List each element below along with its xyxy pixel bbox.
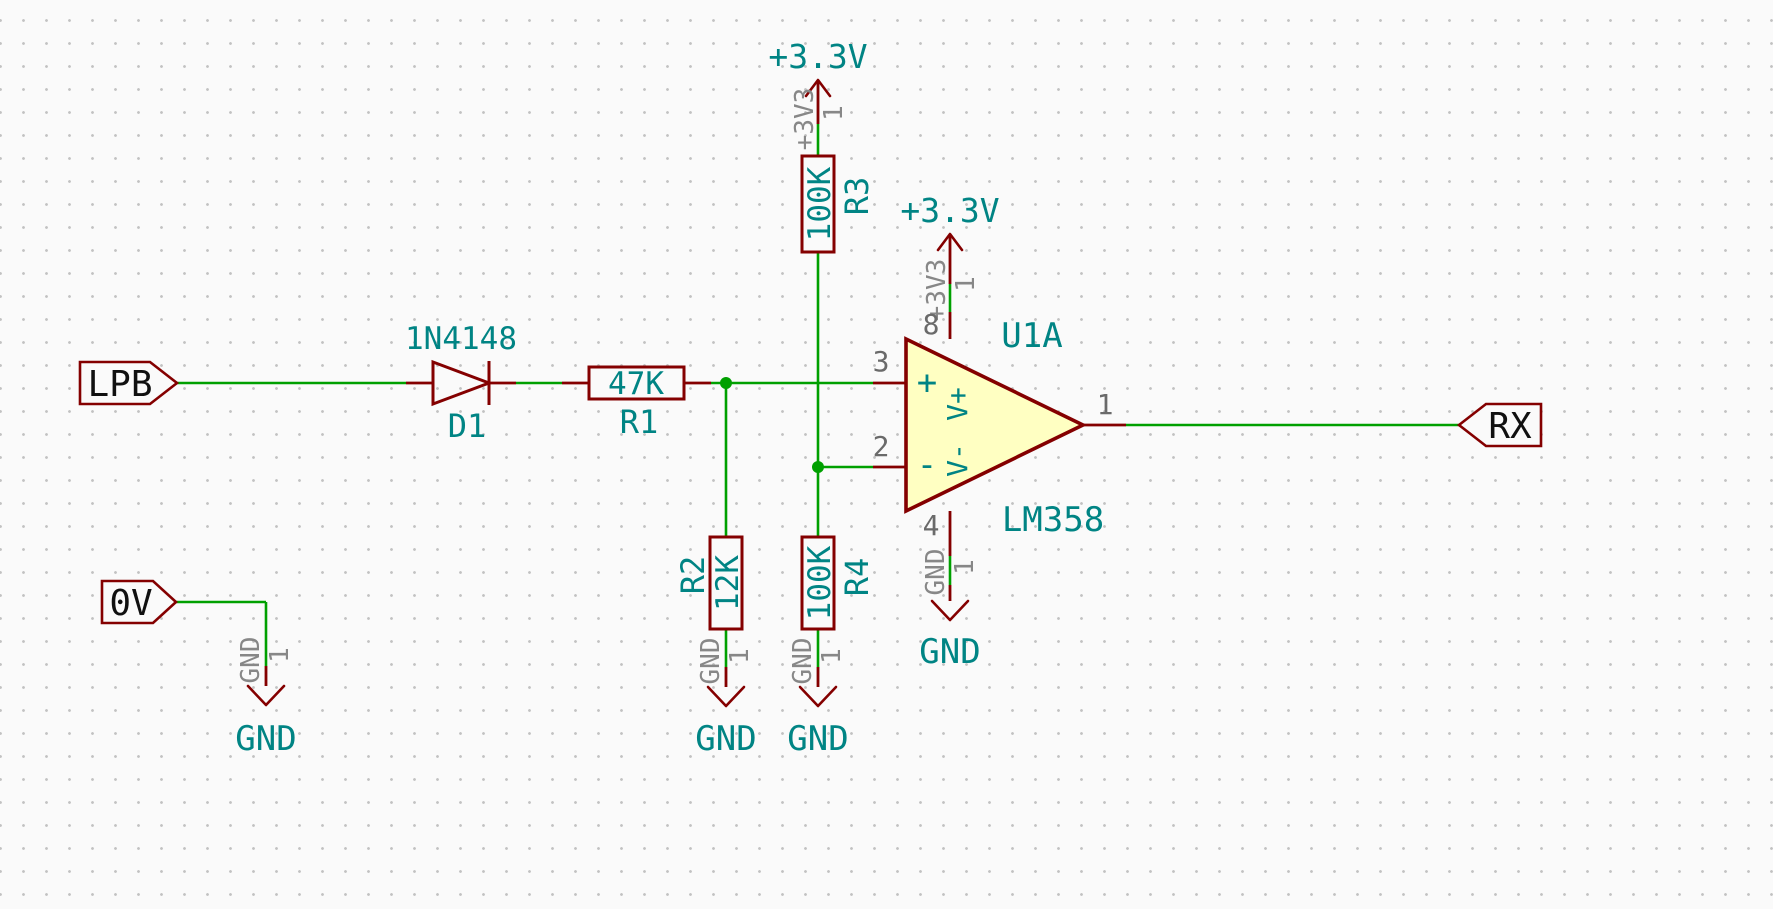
junction-r4-node[interactable] [812, 461, 824, 473]
gnd-r4-chevron [798, 685, 838, 708]
gnd-r2-chevron [706, 685, 746, 708]
vcc2-label[interactable]: +3.3V [900, 191, 999, 230]
gnd-symbol-r4[interactable]: GND 1 GND [787, 638, 848, 759]
gnd-u1-chevron [930, 599, 970, 622]
vcc1-label[interactable]: +3.3V [768, 37, 867, 76]
global-label-0v[interactable]: 0V [100, 579, 178, 625]
wires [176, 124, 1459, 667]
gnd-u1-label[interactable]: GND [919, 632, 980, 672]
lpb-label-shape[interactable] [78, 360, 180, 406]
r2-value[interactable]: 12K [710, 555, 746, 611]
u1a-minus-input-mark: - [917, 445, 937, 485]
d1-reference[interactable]: D1 [448, 407, 487, 445]
u1a-reference[interactable]: U1A [1001, 316, 1062, 356]
r1-reference[interactable]: R1 [620, 403, 659, 441]
u1a-plus-input-mark: + [917, 363, 937, 403]
gnd-r2-pin-number: 1 [725, 648, 755, 664]
ov-label-text: 0V [109, 583, 152, 624]
component-r3-resistor[interactable]: 100K R3 [800, 154, 876, 254]
gnd-r2-label[interactable]: GND [695, 719, 756, 759]
u1a-pin3-number: 3 [873, 345, 890, 378]
gnd-r2-pin-name: GND [696, 638, 726, 685]
u1a-pin8-number: 8 [923, 308, 940, 341]
u1a-vminus-pin-name: V- [941, 443, 974, 477]
u1a-triangle[interactable] [904, 336, 1088, 514]
u1a-pin4-number: 4 [923, 509, 940, 542]
component-d1-diode[interactable]: 1N4148 D1 [405, 321, 517, 445]
vcc2-pin-name: +3V3 [922, 259, 952, 322]
gnd-symbol-0v[interactable]: GND 1 GND [235, 637, 296, 759]
gnd-r4-pin-name: GND [788, 638, 818, 685]
component-r4-resistor[interactable]: 100K R4 [800, 535, 876, 631]
u1a-vplus-pin-name: V+ [941, 387, 974, 421]
vcc1-pin-name: +3V3 [790, 88, 820, 151]
r2-reference[interactable]: R2 [674, 556, 712, 595]
u1a-pin1-number: 1 [1097, 388, 1114, 421]
d1-triangle[interactable] [431, 359, 494, 407]
rx-label-text: RX [1488, 406, 1532, 447]
r1-value[interactable]: 47K [608, 366, 664, 402]
power-symbol-vcc1[interactable]: +3.3V +3V3 1 [768, 37, 867, 150]
r1-body[interactable] [587, 365, 686, 401]
gnd-symbol-u1[interactable]: GND 1 GND [919, 549, 980, 672]
gnd-ov-label[interactable]: GND [235, 719, 296, 759]
r4-reference[interactable]: R4 [838, 558, 876, 597]
gnd-u1-pin-name: GND [921, 549, 951, 596]
u1a-value[interactable]: LM358 [1002, 500, 1104, 540]
r2-body[interactable] [708, 535, 744, 631]
component-r1-resistor[interactable]: 47K R1 [562, 365, 711, 441]
r4-value[interactable]: 100K [802, 545, 838, 620]
lpb-label-text: LPB [87, 364, 152, 405]
gnd-ov-chevron [246, 684, 286, 707]
gnd-ov-pin-number: 1 [265, 647, 295, 663]
gnd-u1-pin-number: 1 [950, 559, 980, 575]
r4-body[interactable] [800, 535, 836, 631]
component-u1a-opamp[interactable]: + - V+ V- 3 2 1 8 4 U1A LM358 [873, 308, 1126, 556]
gnd-r4-label[interactable]: GND [787, 719, 848, 759]
gnd-ov-pin-name: GND [236, 637, 266, 684]
r3-value[interactable]: 100K [802, 166, 838, 241]
gnd-r4-pin-number: 1 [817, 648, 847, 664]
gnd-symbol-r2[interactable]: GND 1 GND [695, 638, 756, 759]
power-symbol-vcc2[interactable]: +3.3V +3V3 1 [900, 191, 999, 321]
r3-reference[interactable]: R3 [838, 177, 876, 216]
component-r2-resistor[interactable]: 12K R2 [674, 535, 746, 631]
global-label-lpb[interactable]: LPB [78, 360, 180, 406]
r3-body[interactable] [800, 154, 836, 254]
ov-label-shape[interactable] [100, 579, 178, 625]
u1a-pin2-number: 2 [873, 430, 890, 463]
rx-label-shape[interactable] [1456, 402, 1543, 448]
vcc2-pin-number: 1 [951, 276, 981, 292]
vcc1-pin-number: 1 [819, 105, 849, 121]
junction-r2-node[interactable] [720, 377, 732, 389]
global-label-rx[interactable]: RX [1456, 402, 1543, 448]
d1-value[interactable]: 1N4148 [405, 321, 517, 357]
